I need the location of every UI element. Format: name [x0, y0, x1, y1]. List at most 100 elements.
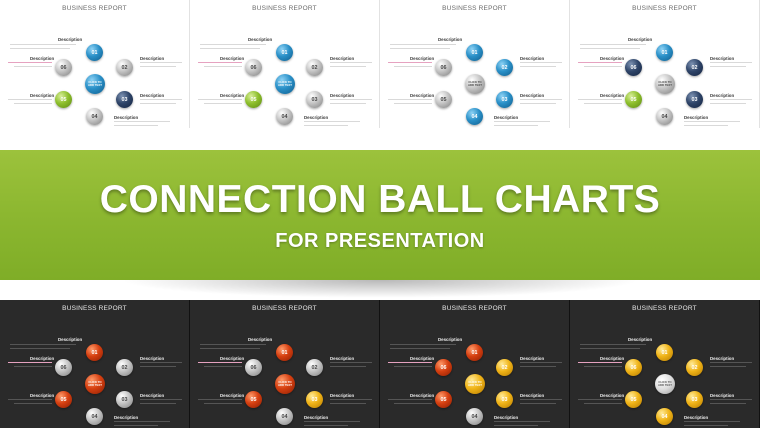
- text-placeholder-line: [200, 348, 260, 349]
- center-ball[interactable]: CLICK TO ADD TEXT: [655, 374, 675, 394]
- text-placeholder-line: [204, 403, 242, 404]
- connection-ball-06[interactable]: 06: [55, 359, 72, 376]
- description-label: Description: [248, 37, 273, 42]
- connection-ball-05[interactable]: 05: [435, 91, 452, 108]
- text-placeholder-line: [710, 366, 746, 367]
- text-placeholder-line: [684, 121, 740, 122]
- connection-ball-03[interactable]: 03: [686, 391, 703, 408]
- center-ball[interactable]: CLICK TO ADD TEXT: [85, 374, 105, 394]
- text-placeholder-line: [304, 425, 348, 426]
- text-placeholder-line: [684, 425, 728, 426]
- connection-ball-05[interactable]: 05: [55, 391, 72, 408]
- connection-ball-05[interactable]: 05: [625, 91, 642, 108]
- connection-ball-02[interactable]: 02: [496, 59, 513, 76]
- text-placeholder-line: [394, 66, 432, 67]
- connection-ball-03[interactable]: 03: [686, 91, 703, 108]
- connection-ball-05[interactable]: 05: [625, 391, 642, 408]
- connection-ball-04[interactable]: 04: [656, 108, 673, 125]
- connection-ball-06[interactable]: 06: [55, 59, 72, 76]
- connection-ball-04[interactable]: 04: [656, 408, 673, 425]
- text-placeholder-line: [494, 125, 538, 126]
- center-ball[interactable]: CLICK TO ADD TEXT: [85, 74, 105, 94]
- connection-ball-06[interactable]: 06: [245, 359, 262, 376]
- connection-ball-04[interactable]: 04: [86, 108, 103, 125]
- connection-ball-06[interactable]: 06: [245, 59, 262, 76]
- banner-subtitle: FOR PRESENTATION: [275, 230, 485, 252]
- text-placeholder-line: [388, 62, 432, 63]
- connection-ball-03[interactable]: 03: [306, 91, 323, 108]
- connection-ball-06[interactable]: 06: [435, 359, 452, 376]
- connection-ball-04[interactable]: 04: [86, 408, 103, 425]
- text-placeholder-line: [578, 362, 622, 363]
- text-placeholder-line: [140, 362, 182, 363]
- text-placeholder-line: [520, 362, 562, 363]
- text-placeholder-line: [388, 399, 432, 400]
- connection-ball-02[interactable]: 02: [496, 359, 513, 376]
- connection-ball-05[interactable]: 05: [55, 91, 72, 108]
- description-label: Description: [30, 393, 55, 398]
- connection-ball-05[interactable]: 05: [245, 91, 262, 108]
- connection-ball-02[interactable]: 02: [116, 59, 133, 76]
- description-label: Description: [520, 393, 545, 398]
- text-placeholder-line: [710, 403, 746, 404]
- center-ball[interactable]: CLICK TO ADD TEXT: [655, 74, 675, 94]
- connection-ball-04[interactable]: 04: [276, 108, 293, 125]
- connection-ball-01[interactable]: 01: [86, 344, 103, 361]
- connection-ball-02[interactable]: 02: [116, 359, 133, 376]
- connection-ball-01[interactable]: 01: [656, 344, 673, 361]
- center-ball[interactable]: CLICK TO ADD TEXT: [275, 374, 295, 394]
- text-placeholder-line: [330, 99, 372, 100]
- connection-ball-03[interactable]: 03: [496, 391, 513, 408]
- connection-ball-06[interactable]: 06: [435, 59, 452, 76]
- description-label: Description: [248, 337, 273, 342]
- connection-ball-03[interactable]: 03: [116, 391, 133, 408]
- description-label: Description: [494, 415, 519, 420]
- slide-title: BUSINESS REPORT: [252, 5, 317, 12]
- text-placeholder-line: [140, 403, 176, 404]
- text-placeholder-line: [200, 48, 260, 49]
- connection-ball-03[interactable]: 03: [496, 91, 513, 108]
- connection-ball-04[interactable]: 04: [466, 408, 483, 425]
- description-label: Description: [410, 93, 435, 98]
- connection-ball-03[interactable]: 03: [306, 391, 323, 408]
- connection-ball-05[interactable]: 05: [435, 391, 452, 408]
- description-label: Description: [30, 93, 55, 98]
- connection-ball-01[interactable]: 01: [86, 44, 103, 61]
- center-ball[interactable]: CLICK TO ADD TEXT: [465, 74, 485, 94]
- connection-ball-01[interactable]: 01: [276, 344, 293, 361]
- connection-ball-01[interactable]: 01: [656, 44, 673, 61]
- connection-ball-01[interactable]: 01: [466, 344, 483, 361]
- text-placeholder-line: [580, 348, 640, 349]
- connection-ball-04[interactable]: 04: [466, 108, 483, 125]
- center-ball[interactable]: CLICK TO ADD TEXT: [465, 374, 485, 394]
- connection-ball-02[interactable]: 02: [306, 359, 323, 376]
- text-placeholder-line: [140, 62, 182, 63]
- text-placeholder-line: [114, 425, 158, 426]
- connection-ball-01[interactable]: 01: [276, 44, 293, 61]
- connection-ball-02[interactable]: 02: [686, 359, 703, 376]
- description-label: Description: [220, 393, 245, 398]
- center-ball[interactable]: CLICK TO ADD TEXT: [275, 74, 295, 94]
- connection-ball-02[interactable]: 02: [686, 59, 703, 76]
- description-label: Description: [330, 356, 355, 361]
- description-label: Description: [494, 115, 519, 120]
- connection-ball-02[interactable]: 02: [306, 59, 323, 76]
- description-label: Description: [140, 93, 165, 98]
- connection-ball-01[interactable]: 01: [466, 44, 483, 61]
- connection-ball-05[interactable]: 05: [245, 391, 262, 408]
- connection-ball-04[interactable]: 04: [276, 408, 293, 425]
- connection-ball-06[interactable]: 06: [625, 359, 642, 376]
- connection-ball-03[interactable]: 03: [116, 91, 133, 108]
- description-label: Description: [30, 356, 55, 361]
- connection-ball-06[interactable]: 06: [625, 59, 642, 76]
- description-label: Description: [438, 337, 463, 342]
- text-placeholder-line: [198, 99, 242, 100]
